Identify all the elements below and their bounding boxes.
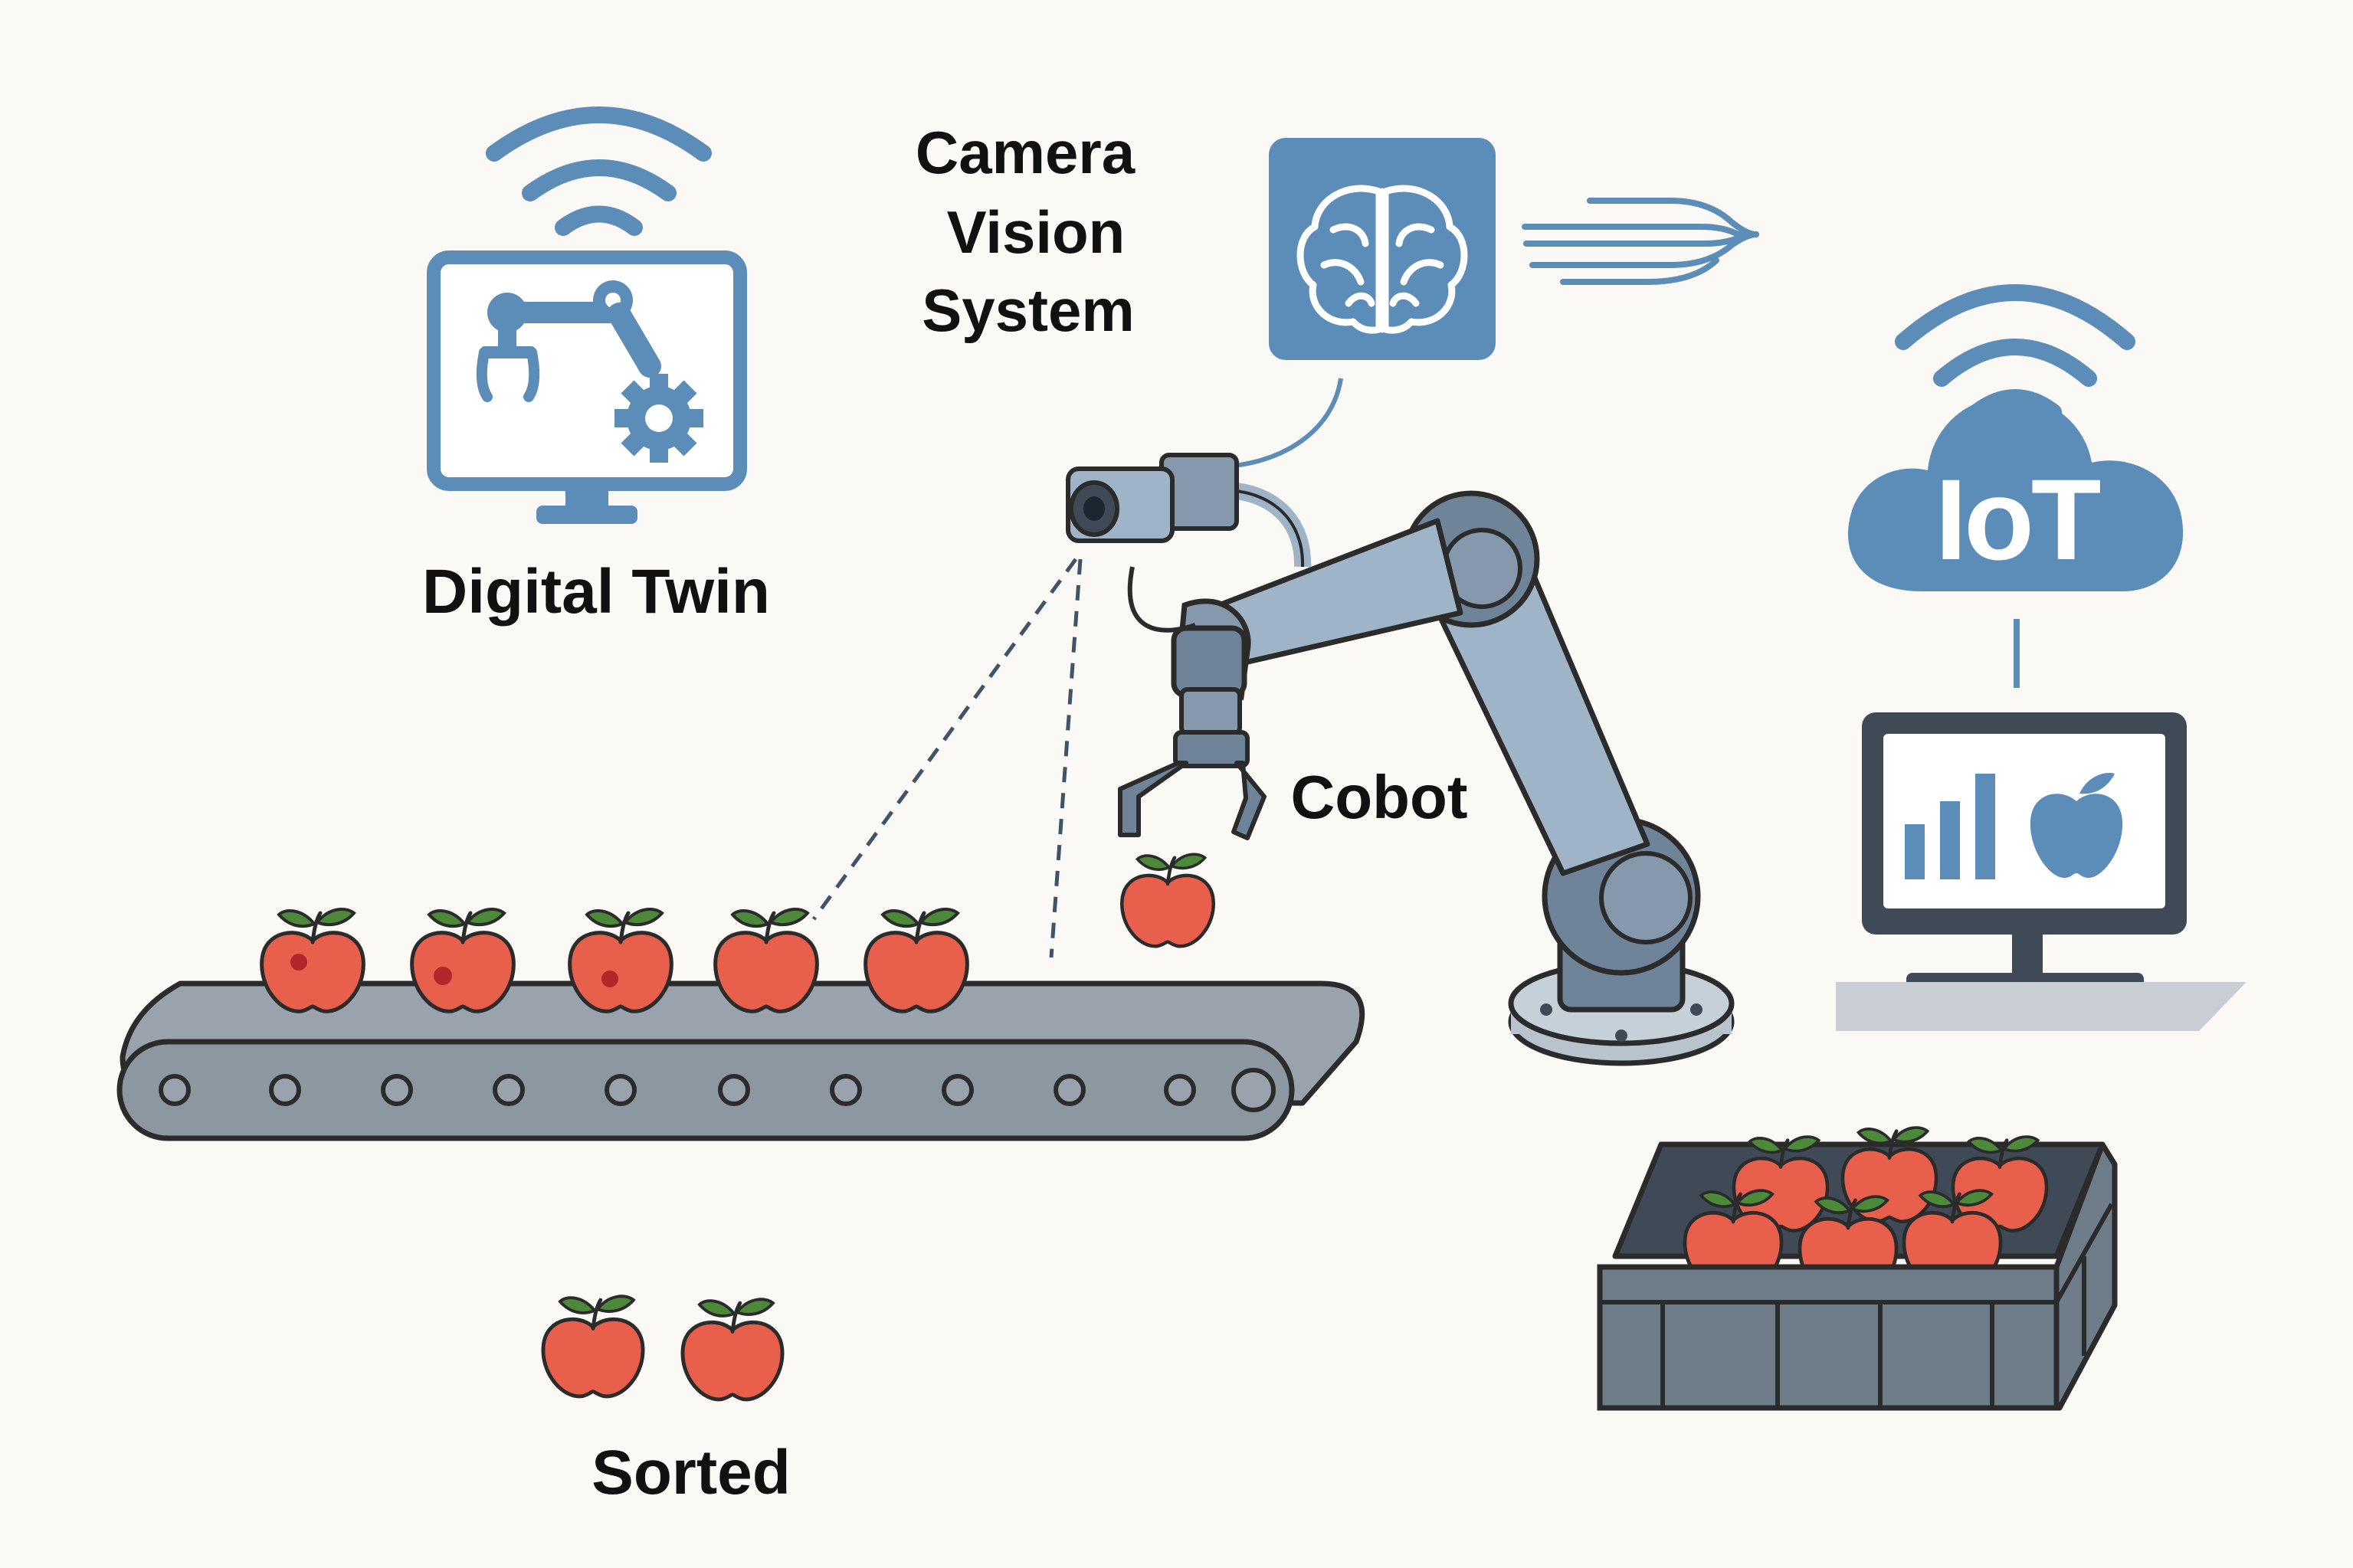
belt-rollers (159, 1068, 1276, 1112)
bar-chart-icon (1905, 774, 1995, 879)
iot-cloud-icon: IoT (1847, 396, 2184, 591)
sorted-label: Sorted (592, 1438, 791, 1507)
brain-camera-cable (1233, 378, 1343, 468)
apple-4 (716, 909, 818, 1011)
gear-icon (614, 374, 703, 463)
conveyor-belt (116, 980, 1365, 1141)
iot-label: IoT (1935, 455, 2101, 584)
sorted-apple-1 (543, 1296, 643, 1396)
camera-label-line-1: Camera (916, 119, 1136, 186)
wifi-icon (486, 106, 712, 236)
belt-apples (262, 909, 968, 1011)
dashboard-monitor-icon (1836, 712, 2246, 1031)
camera-label-line-3: System (922, 277, 1135, 344)
ai-brain-icon (1269, 138, 1496, 360)
robot-arm-icon (476, 280, 661, 402)
camera-label-line-2: Vision (947, 198, 1126, 266)
apple-1 (262, 909, 364, 1011)
cobot-arm (1118, 490, 1735, 1066)
camera-view-lines (811, 558, 1083, 958)
cobot-label: Cobot (1290, 763, 1467, 831)
apple-5 (866, 909, 968, 1011)
held-apple (1122, 854, 1213, 946)
apple-3 (570, 909, 672, 1011)
iot-group: IoT (1836, 284, 2246, 1031)
data-stream-icon (1522, 198, 1759, 285)
apple-2 (412, 909, 514, 1011)
dashboard-apple-icon (2030, 773, 2123, 879)
iot-wifi-icon (1895, 284, 2135, 421)
apple-crate (1597, 1128, 2118, 1411)
digital-twin-label: Digital Twin (422, 557, 770, 627)
camera-vision-label-group: Camera Vision System (916, 119, 1136, 344)
sorted-apples (543, 1296, 782, 1399)
sorted-apple-2 (683, 1299, 782, 1399)
camera-icon (1066, 453, 1312, 633)
digital-twin-group: Digital Twin (422, 106, 770, 627)
